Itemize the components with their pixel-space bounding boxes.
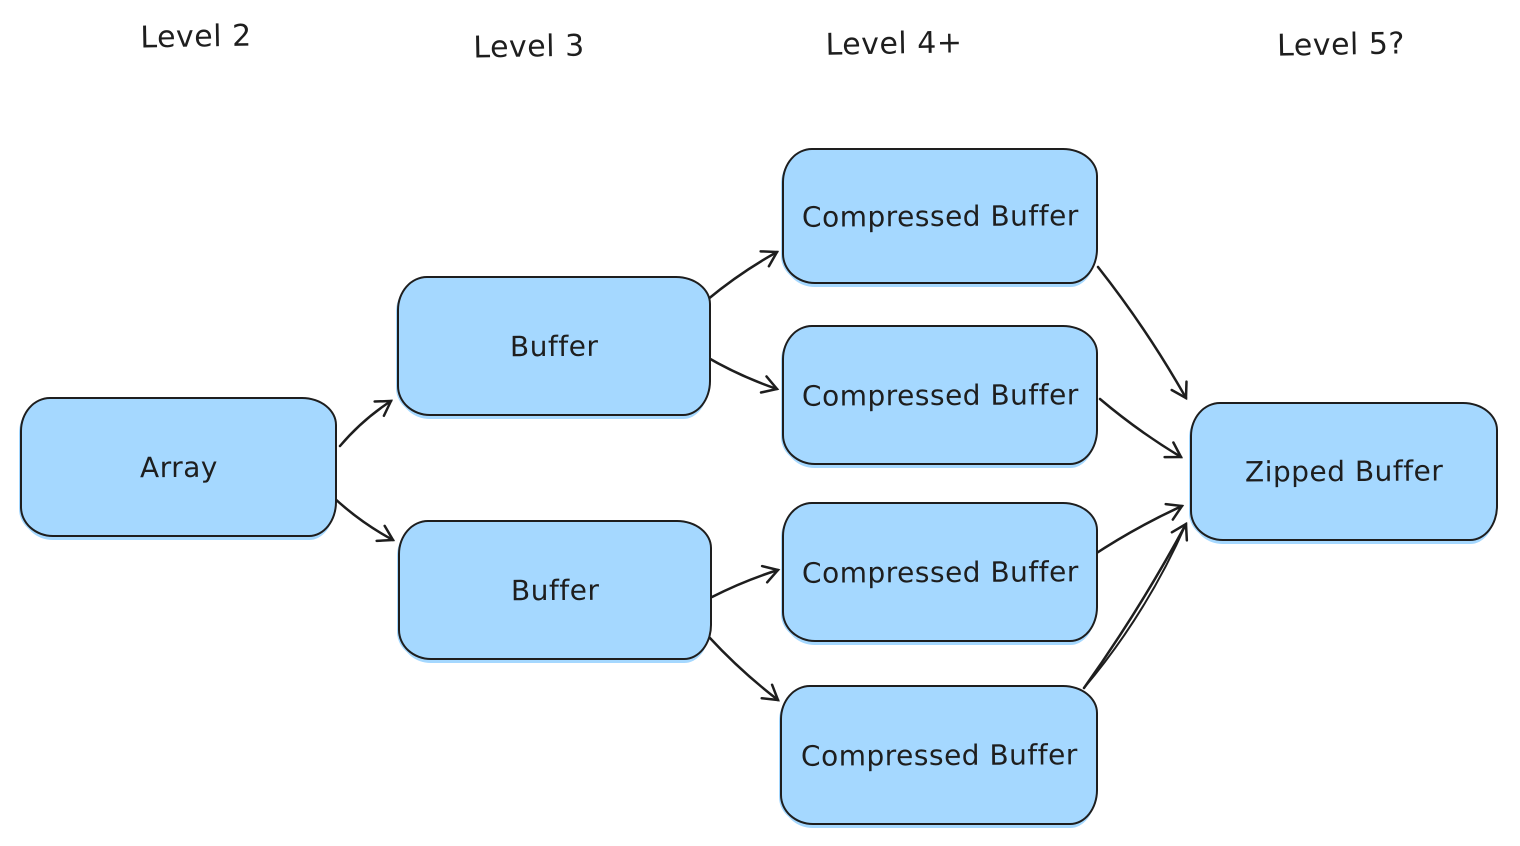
node-label-compressed-buffer-1: Compressed Buffer: [801, 198, 1079, 234]
node-compressed-buffer-3: Compressed Buffer: [782, 502, 1098, 642]
node-array: Array: [20, 397, 337, 537]
node-buffer-top: Buffer: [397, 276, 711, 416]
node-compressed-buffer-2: Compressed Buffer: [782, 325, 1098, 465]
edge-buffer-bottom-to-compressed-buffer-4: [707, 635, 780, 702]
edge-buffer-top-to-compressed-buffer-1: [705, 250, 780, 302]
edge-array-to-buffer-bottom: [330, 494, 396, 543]
edge-buffer-bottom-to-compressed-buffer-3: [710, 564, 781, 599]
node-zipped-buffer: Zipped Buffer: [1190, 402, 1498, 541]
edge-compressed-buffer-3-to-zipped-buffer: [1090, 502, 1185, 558]
node-label-compressed-buffer-4: Compressed Buffer: [800, 737, 1078, 773]
node-label-zipped-buffer: Zipped Buffer: [1244, 454, 1444, 489]
edge-compressed-buffer-2-to-zipped-buffer: [1098, 397, 1184, 459]
node-compressed-buffer-4: Compressed Buffer: [780, 685, 1098, 825]
node-label-buffer-top: Buffer: [509, 329, 599, 363]
node-buffer-bottom: Buffer: [398, 520, 712, 660]
node-label-buffer-bottom: Buffer: [510, 573, 600, 607]
column-header-level-2: Level 2: [140, 18, 252, 56]
node-label-array: Array: [139, 450, 218, 484]
edge-compressed-buffer-4-to-zipped-buffer: [1082, 521, 1189, 690]
column-header-level-5: Level 5?: [1276, 26, 1406, 64]
column-header-level-4: Level 4+: [825, 25, 963, 63]
column-header-level-3: Level 3: [473, 28, 585, 66]
edge-compressed-buffer-4-to-zipped-buffer-secondary-stroke: [1083, 523, 1187, 689]
edge-buffer-top-to-compressed-buffer-2: [703, 354, 780, 394]
node-label-compressed-buffer-3: Compressed Buffer: [801, 554, 1079, 590]
edge-compressed-buffer-1-to-zipped-buffer: [1096, 265, 1188, 401]
node-label-compressed-buffer-2: Compressed Buffer: [801, 377, 1079, 413]
edge-array-to-buffer-top: [338, 399, 394, 448]
node-compressed-buffer-1: Compressed Buffer: [782, 148, 1098, 284]
